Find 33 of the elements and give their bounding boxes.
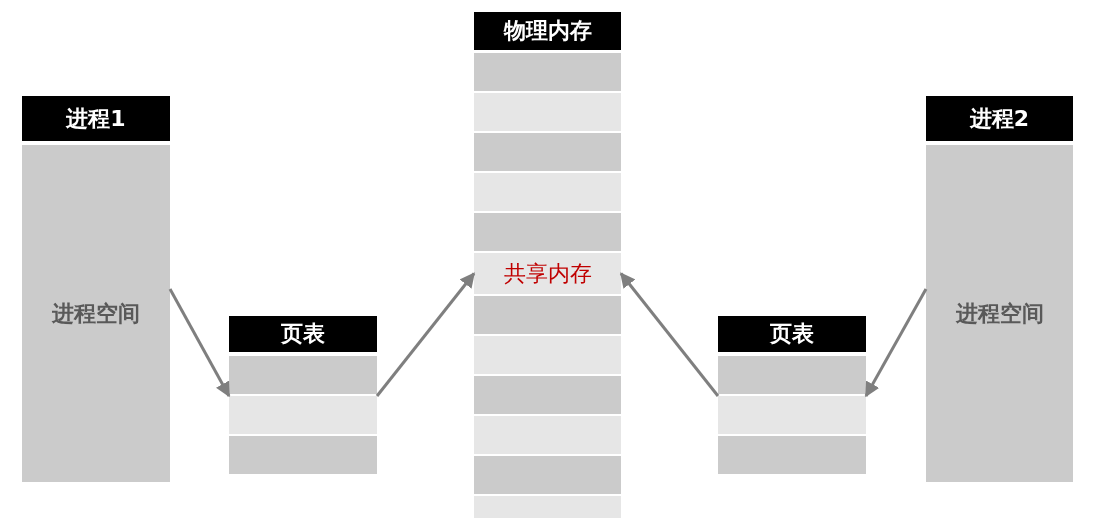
table-row xyxy=(229,356,377,394)
arrow xyxy=(168,288,231,398)
header-bar: 页表 xyxy=(718,316,866,352)
table-row xyxy=(474,376,621,414)
table-row xyxy=(474,133,621,171)
row-label: 共享内存 xyxy=(503,259,592,288)
header-bar: 进程2 xyxy=(926,96,1073,141)
table-block xyxy=(474,12,621,518)
table-row xyxy=(229,396,377,434)
table-row xyxy=(718,396,866,434)
table-row xyxy=(718,356,866,394)
panel-label: 进程空间 xyxy=(52,299,140,328)
table-row xyxy=(474,496,621,518)
header-bar: 页表 xyxy=(229,316,377,352)
panel-label: 进程空间 xyxy=(955,299,1044,328)
table-row xyxy=(474,416,621,454)
table-row xyxy=(718,436,866,474)
table-block xyxy=(718,316,866,476)
table-block xyxy=(229,316,377,476)
table-row xyxy=(474,296,621,334)
table-row xyxy=(474,456,621,494)
table-row xyxy=(474,53,621,91)
header-bar: 进程1 xyxy=(22,96,170,141)
header-bar: 物理内存 xyxy=(474,12,621,50)
table-row xyxy=(474,253,621,294)
table-row xyxy=(474,336,621,374)
table-row xyxy=(229,436,377,474)
table-row xyxy=(474,173,621,211)
arrow xyxy=(375,272,476,397)
arrow xyxy=(864,288,928,398)
arrow xyxy=(619,272,720,397)
table-row xyxy=(474,93,621,131)
table-row xyxy=(474,213,621,251)
